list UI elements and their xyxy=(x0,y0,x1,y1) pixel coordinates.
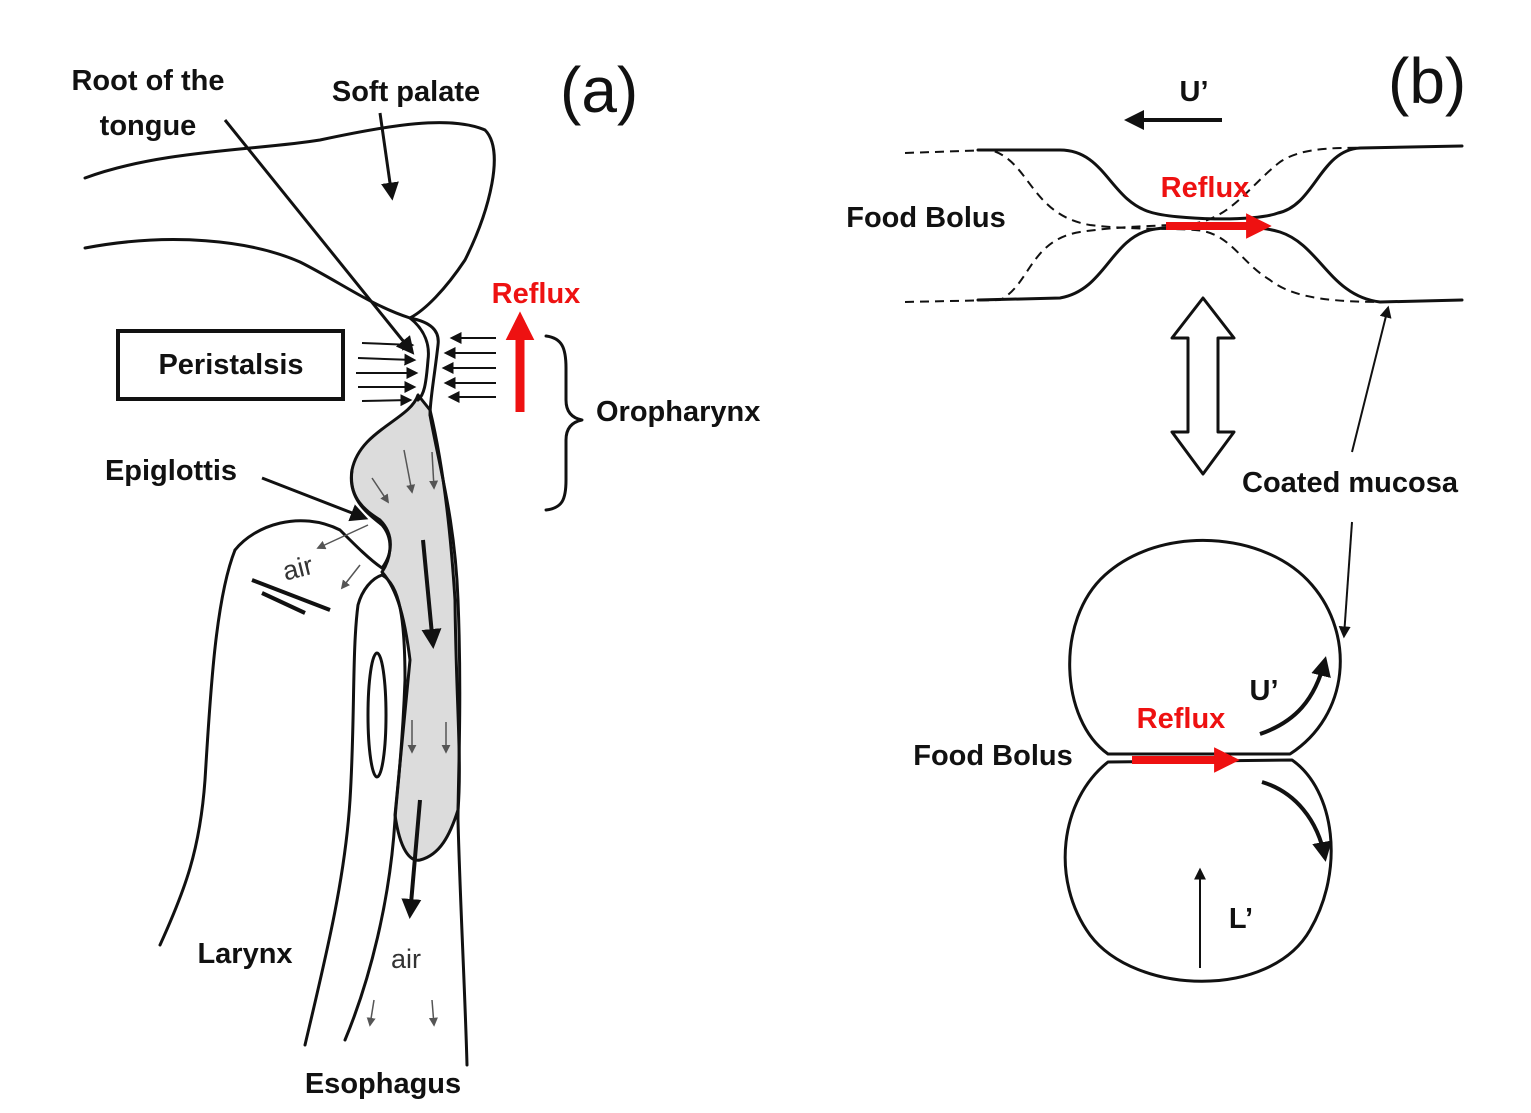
oropharynx-label: Oropharynx xyxy=(596,396,760,428)
bolus-flow-arrow-small-2 xyxy=(429,451,439,490)
esophagus-air-arrow-1 xyxy=(366,999,376,1027)
vocal-fold-ellipse xyxy=(366,651,388,779)
equivalence-double-arrow xyxy=(1170,296,1236,476)
soft-palate-shape xyxy=(83,121,496,320)
root-of-tongue-label-line1: Root of the xyxy=(71,65,224,97)
tube-lower-wall-solid xyxy=(976,224,1464,304)
bolus-flow-arrow-small-3 xyxy=(371,477,389,504)
coated-mucosa-label: Coated mucosa xyxy=(1242,467,1459,499)
reflux-label-bottom: Reflux xyxy=(1137,703,1226,735)
root-of-tongue-label-line2: tongue xyxy=(100,110,197,142)
tongue-upper-curve xyxy=(83,238,412,320)
panel-b-label: (b) xyxy=(1388,45,1466,117)
peristalsis-label: Peristalsis xyxy=(158,349,303,381)
trachea-mark-1 xyxy=(251,578,331,612)
epiglottis-label: Epiglottis xyxy=(105,455,237,487)
food-bolus-shape xyxy=(349,393,461,862)
epiglottis-shape xyxy=(233,468,392,570)
peristalsis-arrows-right xyxy=(441,332,496,403)
posterior-wall-lower xyxy=(428,413,469,1067)
u-prime-curved-arrow xyxy=(1259,656,1331,736)
root-of-tongue-curve xyxy=(408,316,430,402)
reflux-label-top: Reflux xyxy=(1161,172,1250,204)
esophagus-label: Esophagus xyxy=(305,1068,461,1100)
panel-b: (b) U’ Reflux Food Bolus Coated mucosa R… xyxy=(846,45,1466,983)
panel-a: (a) Root of the tongue Soft palate Reflu… xyxy=(71,54,760,1100)
bolus-flow-arrow-small-1 xyxy=(403,449,416,494)
soft-palate-label: Soft palate xyxy=(332,76,480,108)
upper-circle xyxy=(1068,539,1342,756)
trachea-mark-2 xyxy=(261,591,306,615)
food-bolus-label-top: Food Bolus xyxy=(846,202,1005,234)
air-arrow-1 xyxy=(316,524,369,550)
root-tongue-pointer xyxy=(223,119,415,355)
u-prime-label-top: U’ xyxy=(1180,76,1209,108)
coated-mucosa-pointer-bottom xyxy=(1338,521,1353,639)
oropharynx-brace xyxy=(544,334,584,512)
air-label-upper: air xyxy=(280,550,316,586)
coated-mucosa-pointer-top xyxy=(1351,305,1392,453)
larynx-inner-shape xyxy=(303,573,384,1047)
lower-circle xyxy=(1063,758,1333,983)
food-bolus-label-bottom: Food Bolus xyxy=(913,740,1072,772)
lower-curved-arrow xyxy=(1261,780,1332,862)
soft-palate-pointer xyxy=(378,112,399,201)
epiglottis-pointer xyxy=(261,476,369,522)
peristalsis-arrows-left xyxy=(356,338,419,407)
tube-upper-wall-solid xyxy=(976,144,1464,221)
esophagus-front-wall xyxy=(343,573,407,1042)
u-prime-label-bottom: U’ xyxy=(1250,675,1279,707)
tube-lower-wall-dashed xyxy=(904,146,1391,303)
panel-a-label: (a) xyxy=(560,54,638,126)
pharynx-posterior-wall xyxy=(408,316,440,417)
bolus-flow-arrow-lower xyxy=(401,799,422,919)
esophagus-air-arrow-2 xyxy=(428,999,438,1027)
air-arrow-2 xyxy=(340,564,361,590)
larynx-label: Larynx xyxy=(197,938,292,970)
peristalsis-box xyxy=(116,329,345,401)
bolus-flow-arrow-main xyxy=(421,539,442,649)
reflux-label-a: Reflux xyxy=(492,278,581,310)
l-prime-label: L’ xyxy=(1229,903,1253,935)
larynx-outer-wall xyxy=(158,548,237,947)
air-label-lower: air xyxy=(391,944,421,974)
